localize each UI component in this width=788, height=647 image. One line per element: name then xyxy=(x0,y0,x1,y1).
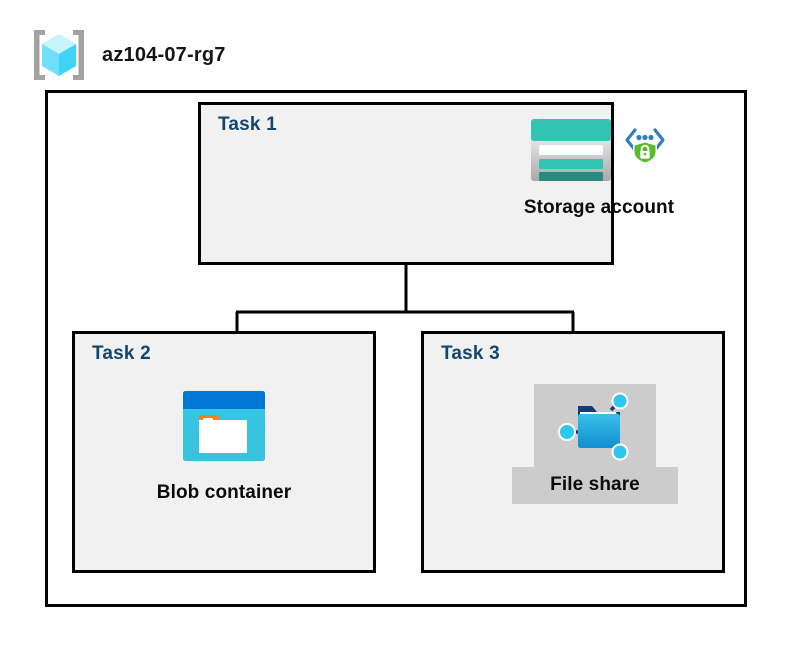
storage-account-caption: Storage account xyxy=(523,197,675,218)
task-2-label: Task 2 xyxy=(92,343,151,364)
task-1-label: Task 1 xyxy=(218,114,277,135)
task-3-label: Task 3 xyxy=(441,343,500,364)
blob-container-icon xyxy=(181,391,267,467)
blob-container-node[interactable]: Blob container xyxy=(129,389,319,504)
storage-account-icon xyxy=(529,117,613,188)
storage-account-node[interactable]: Storage account xyxy=(439,117,759,219)
resource-group-name: az104-07-rg7 xyxy=(102,43,226,66)
task-1-box: Task 1 xyxy=(198,102,674,265)
file-share-icon xyxy=(556,392,634,468)
file-share-caption-highlight: File share xyxy=(512,467,678,504)
blob-container-caption: Blob container xyxy=(156,482,292,503)
task-3-box: Task 3 xyxy=(421,331,725,573)
storage-account-icon-row xyxy=(529,117,670,188)
file-share-caption: File share xyxy=(550,474,640,495)
task-2-box: Task 2 xyxy=(72,331,376,573)
resource-group-icon xyxy=(30,27,88,83)
secure-endpoint-icon xyxy=(619,117,670,172)
file-share-icon-highlight xyxy=(534,384,656,471)
blob-container-icon-row xyxy=(181,389,267,468)
file-share-node[interactable]: File share xyxy=(505,384,685,504)
resource-group-header: az104-07-rg7 xyxy=(30,27,226,83)
